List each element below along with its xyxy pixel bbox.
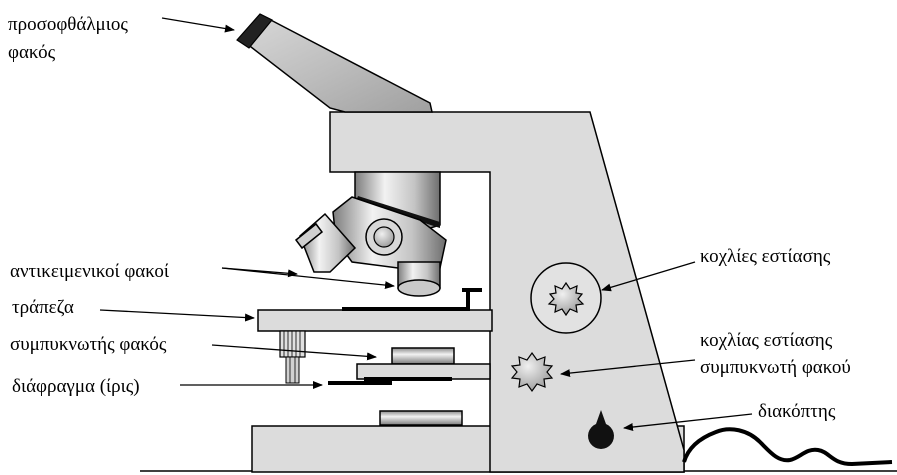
label-objectives: αντικειμενικοί φακοί (10, 261, 170, 282)
arrow-objective-vertical (221, 267, 395, 290)
condenser-knob-rod (285, 356, 300, 384)
label-condenser-knob-line1: κοχλίας εστίασης (700, 330, 833, 351)
label-eyepiece-line2: φακός (8, 42, 56, 63)
eyepiece-cap (236, 13, 273, 49)
rod-lines (289, 357, 296, 383)
arrow-condenser (211, 344, 377, 361)
arrow-eyepiece (161, 17, 235, 33)
label-stage: τράπεζα (12, 297, 74, 318)
revolving-nosepiece (294, 171, 447, 297)
eyepiece (236, 13, 433, 113)
label-eyepiece-line1: προσοφθάλμιος (8, 14, 128, 35)
stage-clip-post (462, 288, 482, 309)
focus-knob-fine (547, 281, 585, 317)
condenser-bracket (356, 363, 491, 380)
nosepiece-screw-center (373, 226, 395, 248)
arrow-condenser-knob (560, 359, 696, 378)
label-focus-knobs: κοχλίες εστίασης (700, 246, 831, 267)
arrow-stage (99, 309, 255, 322)
label-condenser: συμπυκνωτής φακός (10, 334, 167, 355)
focus-knob (530, 262, 602, 334)
label-condenser-knob-line2: συμπυκνωτή φακού (700, 357, 851, 378)
arrow-switch (623, 413, 753, 431)
switch-body (588, 410, 615, 450)
arrow-focus-knobs (601, 261, 696, 292)
label-switch: διακόπτης (758, 401, 836, 422)
condenser (279, 330, 491, 385)
stage-plate (257, 309, 493, 332)
objective-lens-angled-tip (294, 222, 324, 250)
light-source (379, 410, 463, 426)
objective-lens-vertical-tip (397, 279, 441, 297)
condenser-lens (391, 347, 455, 365)
stage (257, 288, 493, 332)
power-switch (588, 410, 615, 450)
eyepiece-tube (240, 16, 433, 113)
condenser-focus-knob (510, 351, 554, 393)
label-diaphragm: διάφραγμα (ίρις) (12, 376, 140, 397)
knob-knurling (283, 331, 301, 357)
power-cable (682, 427, 893, 467)
